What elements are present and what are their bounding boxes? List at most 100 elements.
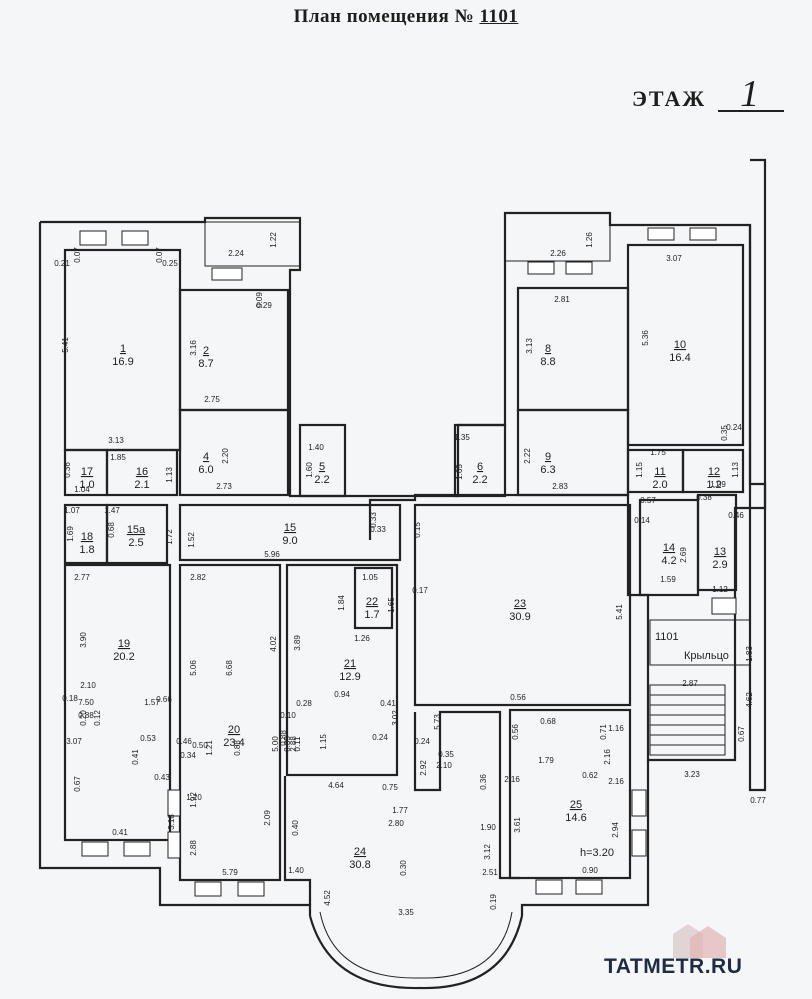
room-number: 18 — [81, 531, 93, 543]
room-number: 9 — [545, 451, 551, 463]
room-number: 4 — [203, 451, 209, 463]
dimension-label: 0.30 — [399, 860, 408, 876]
dimension-label: 1.92 — [189, 792, 198, 808]
dimension-label: 3.90 — [79, 632, 88, 648]
dimension-label: 1.85 — [110, 453, 126, 462]
dimension-label: 1.60 — [305, 462, 314, 478]
room-area: 6.3 — [540, 464, 555, 476]
dimension-label: 0.07 — [73, 247, 82, 263]
dimension-label: 1.09 — [710, 480, 726, 489]
room-number: 17 — [81, 466, 93, 478]
dimension-label: 0.17 — [412, 586, 428, 595]
dimension-label: 2.88 — [189, 840, 198, 856]
room-number: 23 — [514, 598, 526, 610]
dimension-label: 1.83 — [745, 646, 754, 662]
dimension-label: 0.66 — [156, 695, 172, 704]
dimension-label: 1.04 — [74, 485, 90, 494]
room-number: 13 — [714, 546, 726, 558]
dimension-label: 2.20 — [221, 448, 230, 464]
dimension-label: 1.13 — [731, 462, 740, 478]
dimension-label: 3.18 — [167, 814, 176, 830]
dimension-label: 5.41 — [615, 604, 624, 620]
dimension-label: 3.16 — [189, 340, 198, 356]
dimension-label: 2.24 — [228, 249, 244, 258]
dimension-label: 0.36 — [479, 774, 488, 790]
windows — [79, 227, 737, 897]
dimension-label: 2.16 — [504, 775, 520, 784]
dimension-label: 2.26 — [550, 249, 566, 258]
dimension-label: 0.34 — [180, 751, 196, 760]
watermark-icon — [673, 924, 726, 958]
room-number: 5 — [319, 461, 325, 473]
floor-label: ЭТАЖ 1 — [632, 75, 784, 113]
title-prefix: План помещения № — [293, 6, 475, 27]
dimension-label: 1.65 — [455, 464, 464, 480]
porch-label: 1101 Крыльцо — [655, 631, 729, 662]
dimension-label: 2.92 — [419, 760, 428, 776]
dimension-label: 3.13 — [108, 436, 124, 445]
dimension-label: 0.90 — [582, 866, 598, 875]
dimension-label: 0.67 — [737, 726, 746, 742]
dimension-label: 1.57 — [144, 698, 160, 707]
dimension-label: 3.07 — [666, 254, 682, 263]
room-area: 9.0 — [282, 535, 297, 547]
room-area: 23.4 — [223, 737, 244, 749]
room-number: 2 — [203, 345, 209, 357]
dimension-label: 1.20 — [186, 793, 202, 802]
dimension-label: 2.75 — [204, 395, 220, 404]
room-number: 12 — [708, 466, 720, 478]
room-number: 25 — [570, 799, 582, 811]
dimension-label: 0.41 — [131, 749, 140, 765]
room-area: 1.0 — [79, 479, 94, 491]
dimension-label: 4.02 — [269, 636, 278, 652]
room-number: 11 — [654, 466, 665, 478]
dimension-label: 2.09 — [263, 810, 272, 826]
dimension-label: 0.56 — [510, 693, 526, 702]
plan-number: 1101 — [479, 6, 519, 27]
dimension-label: 0.77 — [750, 796, 766, 805]
dimension-label: 0.20 — [79, 710, 88, 726]
dimension-label: 1.59 — [660, 575, 676, 584]
dimension-label: 0.62 — [582, 771, 598, 780]
dimension-label: 1.40 — [288, 866, 304, 875]
watermark-text: TATMETR.RU — [604, 955, 743, 978]
dimension-label: 0.14 — [634, 516, 650, 525]
dimension-label: 6.68 — [225, 660, 234, 676]
dimension-label: 1.40 — [308, 443, 324, 452]
dimension-label: 0.24 — [414, 737, 430, 746]
room-number: 16 — [136, 466, 148, 478]
dimension-label: 0.35 — [438, 750, 454, 759]
dimension-label: 0.41 — [112, 828, 128, 837]
dimension-label: 7.50 — [78, 698, 94, 707]
dimension-label: 1.77 — [392, 806, 408, 815]
dimension-label: 2.51 — [482, 868, 498, 877]
room-number: 15а — [127, 524, 146, 536]
dimension-label: 1.84 — [337, 595, 346, 611]
ceiling-height: h=3.20 — [580, 847, 614, 859]
dimension-label: 1.72 — [165, 529, 174, 545]
dimension-label: 0.46 — [728, 511, 744, 520]
dimension-label: 0.10 — [280, 711, 296, 720]
dimension-label: 1.52 — [187, 532, 196, 548]
dimension-label: 1.35 — [454, 433, 470, 442]
porch-code: 1101 — [655, 631, 679, 643]
dimension-label: 0.09 — [255, 292, 264, 308]
dimension-label: 0.43 — [154, 773, 170, 782]
dimension-label: 1.47 — [104, 506, 120, 515]
room-area: 8.7 — [198, 358, 213, 370]
dimension-label: 0.94 — [334, 690, 350, 699]
dimension-label: 3.89 — [293, 635, 302, 651]
dimension-label: 3.61 — [513, 817, 522, 833]
dimension-label: 0.11 — [293, 736, 302, 752]
dimension-label: 0.35 — [720, 425, 729, 441]
dimension-label: 1.15 — [635, 462, 644, 478]
room-area: 2.0 — [652, 479, 667, 491]
plan-title: План помещения № 1101 — [0, 6, 812, 28]
dimension-label: 1.15 — [319, 734, 328, 750]
room-area: 12.9 — [339, 671, 360, 683]
dimension-label: 2.87 — [682, 679, 698, 688]
dimension-label: 1.65 — [387, 597, 396, 613]
room-area: 2.2 — [472, 474, 487, 486]
dimension-label: 0.75 — [382, 783, 398, 792]
dimension-label: 0.67 — [73, 776, 82, 792]
